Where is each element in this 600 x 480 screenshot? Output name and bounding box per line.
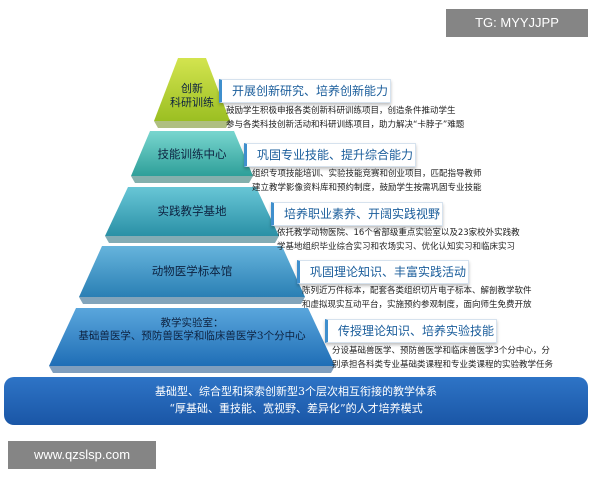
level-5-goal: 传授理论知识、培养实验技能 <box>325 319 497 343</box>
level-4-goal: 巩固理论知识、丰富实践活动 <box>297 260 469 284</box>
level-3-desc-line-2: 学基地组织毕业综合实习和农场实习、优化认知实习和临床实习 <box>277 242 516 252</box>
base-line-2: “厚基础、重技能、宽视野、差异化”的人才培养模式 <box>169 402 423 415</box>
pyramid-level-3 <box>105 187 279 236</box>
level-1-title: 创新 科研训练 <box>170 82 214 109</box>
level-3-desc-line-1: 依托教学动物医院、16个省部级重点实验室以及23家校外实践教 <box>277 228 520 238</box>
level-5-desc-line-2: 别承担各科类专业基础类课程和专业类课程的实验教学任务 <box>332 360 554 370</box>
watermark-bottom: www.qzslsp.com <box>8 441 156 469</box>
pyramid-shadow-5 <box>49 366 335 373</box>
level-4-desc-line-1: 陈列近万件标本，配套各类组织切片电子标本、解剖教学软件 <box>302 286 532 296</box>
level-5-description: 分设基础兽医学、预防兽医学和临床兽医学3个分中心，分 别承担各科类专业基础类课程… <box>332 344 553 372</box>
level-2-title: 技能训练中心 <box>157 147 227 161</box>
level-4-description: 陈列近万件标本，配套各类组织切片电子标本、解剖教学软件 和虚拟现实互动平台，实施… <box>302 284 532 312</box>
level-3-description: 依托教学动物医院、16个省部级重点实验室以及23家校外实践教 学基地组织毕业综合… <box>277 226 520 254</box>
level-2-goal: 巩固专业技能、提升综合能力 <box>244 143 416 167</box>
pyramid-shadow-4 <box>79 297 305 304</box>
level-4-title: 动物医学标本馆 <box>151 264 233 278</box>
pyramid-level-5 <box>49 308 335 366</box>
level-5-title: 教学实验室： 基础兽医学、预防兽医学和临床兽医学3个分中心 <box>78 317 306 343</box>
pyramid-shadow-2 <box>131 176 253 183</box>
watermark-top: TG: MYYJJPP <box>446 9 588 37</box>
level-3-title: 实践教学基地 <box>157 204 227 218</box>
level-2-description: 组织专项技能培训、实验技能竞赛和创业项目，匹配指导教师 建立教学影像资料库和预约… <box>252 167 482 195</box>
level-3-goal: 培养职业素养、开阔实践视野 <box>271 202 443 226</box>
base-line-1: 基础型、综合型和探索创新型3个层次相互衔接的教学体系 <box>155 385 437 398</box>
level-5-desc-line-1: 分设基础兽医学、预防兽医学和临床兽医学3个分中心，分 <box>332 346 550 356</box>
level-1-desc-line-1: 鼓励学生积极申报各类创新科研训练项目，创造条件推动学生 <box>226 106 456 116</box>
level-1-description: 鼓励学生积极申报各类创新科研训练项目，创造条件推动学生 参与各类科技创新活动和科… <box>226 104 464 132</box>
level-2-desc-line-2: 建立教学影像资料库和预约制度，鼓励学生按需巩固专业技能 <box>252 183 482 193</box>
level-1-desc-line-2: 参与各类科技创新活动和科研训练项目，助力解决“卡脖子”难题 <box>226 120 465 130</box>
pyramid-level-4 <box>79 246 305 297</box>
level-1-goal: 开展创新研究、培养创新能力 <box>219 79 391 103</box>
base-foundation-bar: 基础型、综合型和探索创新型3个层次相互衔接的教学体系 “厚基础、重技能、宽视野、… <box>4 377 588 425</box>
level-4-desc-line-2: 和虚拟现实互动平台，实施预约参观制度，面向师生免费开放 <box>302 300 532 310</box>
pyramid-shadow-3 <box>105 236 279 243</box>
level-2-desc-line-1: 组织专项技能培训、实验技能竞赛和创业项目，匹配指导教师 <box>252 169 482 179</box>
pyramid-level-1 <box>154 58 230 121</box>
pyramid-shadow-1 <box>154 121 230 128</box>
pyramid-level-2 <box>131 131 253 176</box>
